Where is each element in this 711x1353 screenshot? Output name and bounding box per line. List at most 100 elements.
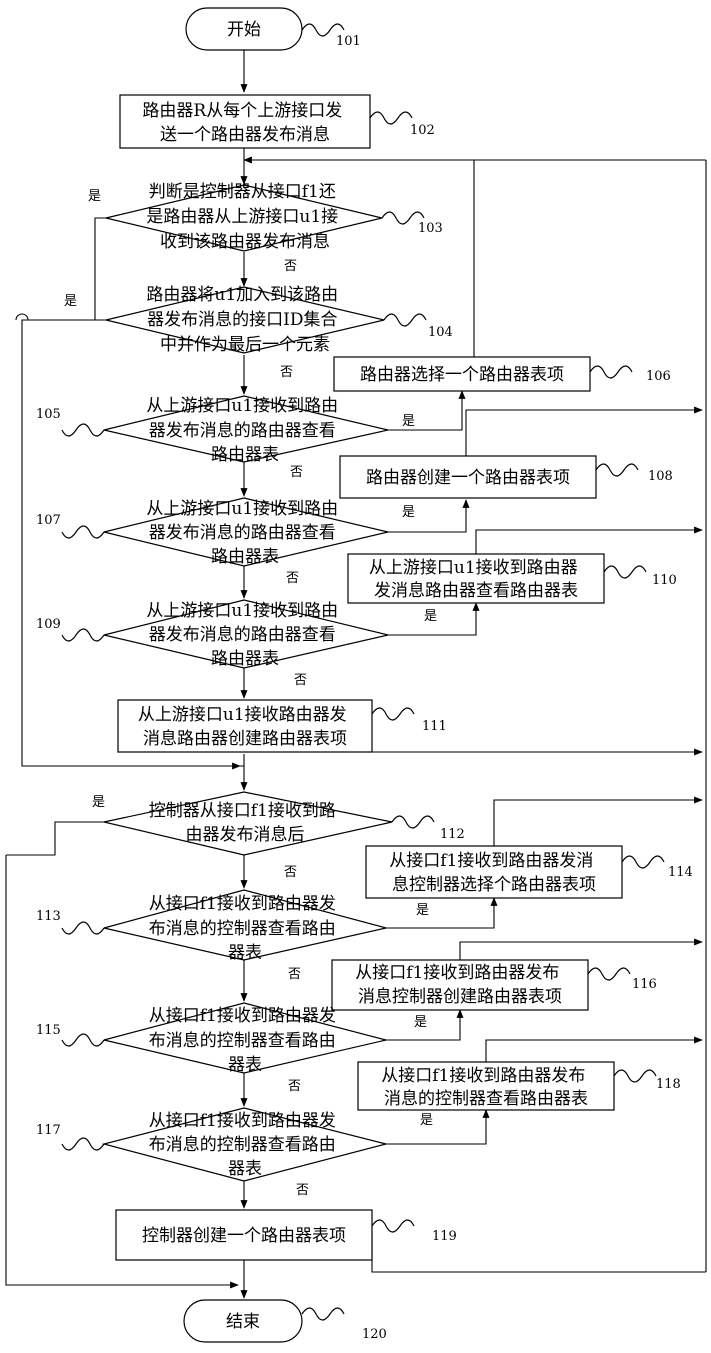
yes-label-117: 是	[420, 1113, 433, 1128]
process-111: 从上游接口u1接收路由器发 消息路由器创建路由器表项	[118, 700, 372, 752]
process-106-line1: 路由器选择一个路由器表项	[360, 365, 564, 385]
decision-107-line1: 从上游接口u1接收到路由	[146, 499, 338, 519]
process-116: 从接口f1接收到路由器发布 消息控制器创建路由器表项	[332, 960, 588, 1010]
ref-107: 107	[36, 513, 61, 528]
process-106: 路由器选择一个路由器表项	[334, 357, 590, 391]
decision-105-line1: 从上游接口u1接收到路由	[146, 396, 338, 416]
decision-104: 路由器将u1加入到该路由 器发布消息的接口ID集合 中并作为最后一个元素	[106, 285, 384, 355]
decision-115: 从接口f1接收到路由器发 布消息的控制器查看路由 器表	[104, 1003, 386, 1075]
decision-117: 从接口f1接收到路由器发 布消息的控制器查看路由 器表	[104, 1108, 386, 1181]
decision-115-line3: 器表	[228, 1055, 262, 1075]
process-102-line1: 路由器R从每个上游接口发	[142, 101, 342, 121]
decision-107-line3: 路由器表	[211, 547, 279, 567]
process-110-line1: 从上游接口u1接收到路由器	[369, 558, 578, 578]
ref-108: 108	[648, 469, 673, 484]
process-102-line2: 送一个路由器发布消息	[160, 125, 330, 145]
yes-label-113: 是	[416, 903, 429, 918]
process-116-line1: 从接口f1接收到路由器发布	[355, 963, 559, 983]
ref-103: 103	[418, 221, 443, 236]
decision-103-line1: 判断是控制器从接口f1还	[149, 182, 336, 202]
end-node: 结束	[184, 1300, 302, 1342]
decision-105: 从上游接口u1接收到路由 器发布消息的路由器查看 路由器表	[104, 396, 388, 465]
yes-label-112: 是	[92, 795, 105, 810]
no-label-103: 否	[284, 259, 297, 274]
svg-text:从接口f1接收到路由器发 布消息的控制器查看路由: 从接口f1接收到路由器发 布消息的控制器查看路由 器表	[149, 1006, 342, 1075]
decision-113-line2: 布消息的控制器查看路由	[149, 919, 336, 939]
decision-104-line2: 器发布消息的接口ID集合	[147, 310, 337, 330]
ref-112: 112	[440, 827, 465, 842]
process-119-line1: 控制器创建一个路由器表项	[142, 1226, 346, 1246]
ref-113: 113	[36, 909, 61, 924]
ref-114: 114	[668, 865, 693, 880]
no-label-107: 否	[286, 571, 299, 586]
yes-label-107: 是	[402, 505, 415, 520]
decision-103: 判断是控制器从接口f1还 是路由器从上游接口u1接 收到该路由器发布消息	[106, 182, 382, 252]
yes-label-104: 是	[64, 294, 77, 309]
decision-109-line1: 从上游接口u1接收到路由	[146, 601, 338, 621]
ref-115: 115	[36, 1023, 61, 1038]
svg-text:从接口f1接收到路由器发 布消息的控制器查看路由: 从接口f1接收到路由器发 布消息的控制器查看路由 器表	[149, 894, 342, 963]
process-111-line2: 消息路由器创建路由器表项	[143, 729, 347, 749]
yes-label-105: 是	[402, 414, 415, 429]
process-114-line1: 从接口f1接收到路由器发消	[389, 851, 593, 871]
process-119: 控制器创建一个路由器表项	[116, 1210, 372, 1260]
decision-117-line2: 布消息的控制器查看路由	[149, 1135, 336, 1155]
ref-102: 102	[410, 123, 435, 138]
ref-111: 111	[422, 719, 447, 734]
process-118-line1: 从接口f1接收到路由器发布	[381, 1066, 585, 1086]
ref-104: 104	[428, 325, 453, 340]
ref-119: 119	[432, 1229, 457, 1244]
decision-109-line3: 路由器表	[211, 649, 279, 669]
decision-115-line2: 布消息的控制器查看路由	[149, 1031, 336, 1051]
process-110-line2: 发消息路由器查看路由器表	[374, 581, 578, 601]
decision-107: 从上游接口u1接收到路由 器发布消息的路由器查看 路由器表	[104, 498, 388, 567]
process-118: 从接口f1接收到路由器发布 消息的控制器查看路由器表	[358, 1062, 614, 1110]
decision-104-line3: 中并作为最后一个元素	[160, 335, 330, 355]
no-label-115: 否	[288, 1079, 301, 1094]
process-114-line2: 息控制器选择个路由器表项	[392, 875, 596, 895]
no-label-109: 否	[294, 673, 307, 688]
svg-text:从上游接口u1接收到路由 器发布消息的路由器查看: 从上游接口u1接收到路由 器发布消息的路由器查看 路由器表	[146, 601, 343, 669]
ref-101: 101	[336, 34, 361, 49]
decision-107-line2: 器发布消息的路由器查看	[149, 523, 336, 543]
svg-text:从上游接口u1接收到路由 器发布消息的路由器查看: 从上游接口u1接收到路由 器发布消息的路由器查看 路由器表	[146, 499, 343, 567]
ref-118: 118	[656, 1077, 681, 1092]
decision-115-line1: 从接口f1接收到路由器发	[149, 1006, 336, 1026]
no-label-113: 否	[288, 967, 301, 982]
no-label-105: 否	[290, 465, 303, 480]
decision-103-line3: 收到该路由器发布消息	[160, 232, 330, 252]
decision-109-line2: 器发布消息的路由器查看	[149, 625, 336, 645]
yes-label-109: 是	[424, 609, 437, 624]
ref-116: 116	[632, 977, 657, 992]
decision-117-line3: 器表	[228, 1159, 262, 1179]
svg-text:从上游接口u1接收到路由 器发布消息的路由器查看: 从上游接口u1接收到路由 器发布消息的路由器查看 路由器表	[146, 396, 343, 465]
decision-103-line2: 是路由器从上游接口u1接	[146, 207, 338, 227]
ref-120: 120	[362, 1327, 387, 1342]
decision-105-line3: 路由器表	[211, 445, 279, 465]
decision-113-line1: 从接口f1接收到路由器发	[149, 894, 336, 914]
no-label-117: 否	[296, 1183, 309, 1198]
process-108-line1: 路由器创建一个路由器表项	[366, 468, 570, 488]
process-110: 从上游接口u1接收到路由器 发消息路由器查看路由器表	[348, 554, 604, 603]
no-label-104: 否	[280, 365, 293, 380]
process-111-line1: 从上游接口u1接收路由器发	[138, 705, 347, 725]
end-label: 结束	[226, 1312, 260, 1332]
process-114: 从接口f1接收到路由器发消 息控制器选择个路由器表项	[366, 846, 622, 898]
process-116-line2: 消息控制器创建路由器表项	[358, 987, 562, 1007]
process-108: 路由器创建一个路由器表项	[340, 456, 596, 498]
process-118-line2: 消息的控制器查看路由器表	[384, 1089, 588, 1109]
process-102: 路由器R从每个上游接口发 送一个路由器发布消息	[120, 95, 370, 148]
ref-109: 109	[36, 617, 61, 632]
yes-label-115: 是	[414, 1015, 427, 1030]
decision-104-line1: 路由器将u1加入到该路由	[146, 285, 338, 305]
ref-110: 110	[652, 573, 677, 588]
decision-112-line2: 由器发布消息后	[186, 825, 305, 845]
start-label: 开始	[227, 20, 261, 40]
svg-text:从接口f1接收到路由器发 布消息的控制器查看路由: 从接口f1接收到路由器发 布消息的控制器查看路由 器表	[149, 1111, 342, 1179]
yes-label-103: 是	[88, 189, 101, 204]
no-label-112: 否	[284, 865, 297, 880]
connectors	[6, 50, 706, 1298]
svg-text:路由器将u1加入到该路由 器发布消息的接口ID集: 路由器将u1加入到该路由 器发布消息的接口ID集合 中并作为最后一个元素	[146, 285, 343, 355]
start-node: 开始	[186, 8, 302, 50]
